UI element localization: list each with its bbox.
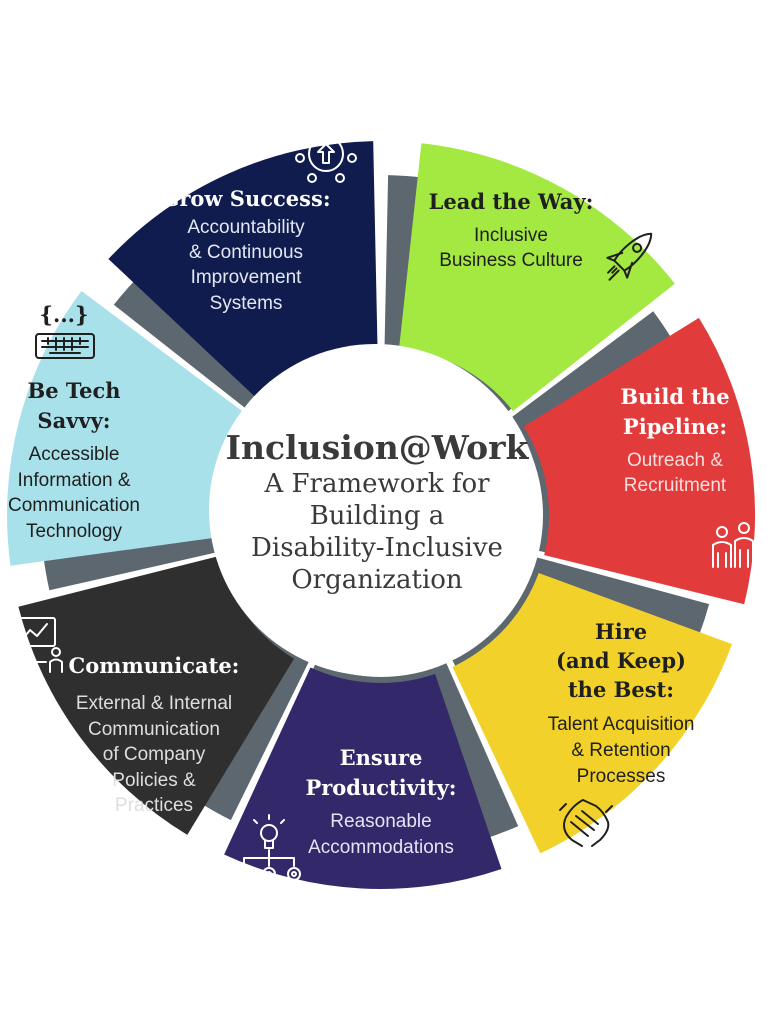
communicate-body-2: Communication [88,719,220,740]
build-the-pipeline-title-2: Pipeline: [623,414,727,439]
people-icon [712,522,767,568]
hire-title-3: the Best: [568,677,674,702]
build-the-pipeline-body-2: Recruitment [624,475,727,496]
communicate-body-3: of Company [103,744,206,765]
segment-ensure-productivity: Ensure Productivity: Reasonable Accommod… [237,745,457,881]
hire-title-2: (and Keep) [556,648,686,673]
segment-be-tech-savvy: {...} Be Tech Savvy: Accessible Informat… [8,302,140,542]
segment-face-lead-the-way [399,143,675,412]
be-tech-savvy-body-1: Accessible [29,444,120,465]
network-upload-icon [295,119,357,183]
segment-build-the-pipeline: Build the Pipeline: Outreach & Recruitme… [620,384,767,568]
keyboard-code-icon [35,333,95,359]
segment-face-communicate [18,556,295,835]
segment-communicate: Communicate: External & Internal Communi… [7,617,240,816]
center-subtitle-line-3: Disability-Inclusive [251,533,503,563]
grow-success-title: Grow Success: [161,186,330,211]
be-tech-savvy-body-2: Information & [18,470,131,491]
center-subtitle-line-2: Building a [310,501,445,531]
segment-face-hire-and-keep [452,573,732,854]
ensure-productivity-body-1: Reasonable [330,811,431,832]
segment-face-ensure-productivity [224,667,502,889]
handshake-icon [559,799,613,847]
segment-face-grow-success [108,141,378,400]
rocket-icon [606,232,653,281]
segment-grow-success: Grow Success: Accountability & Continuou… [161,119,357,314]
center-subtitle-line-4: Organization [291,565,463,595]
communicate-title: Communicate: [69,653,240,678]
grow-success-body-2: & Continuous [189,242,303,263]
presentation-icon [7,617,63,673]
communicate-body-5: Practices [115,795,193,816]
ensure-productivity-title-1: Ensure [340,745,423,770]
be-tech-savvy-body-4: Technology [26,521,123,542]
segment-layer [7,141,756,889]
lead-the-way-body-1: Inclusive [474,225,548,246]
ensure-productivity-body-2: Accommodations [308,837,454,858]
center-subtitle-line-1: A Framework for [263,469,490,499]
hire-title-1: Hire [595,619,647,644]
grow-success-body-1: Accountability [187,217,305,238]
keyboard-code-braces: {...} [40,302,89,327]
segment-lead-the-way: Lead the Way: Inclusive Business Culture [429,189,653,281]
build-the-pipeline-body-1: Outreach & [627,450,723,471]
grow-success-body-4: Systems [210,293,283,314]
communicate-body-4: Policies & [112,770,196,791]
build-the-pipeline-title-1: Build the [620,384,729,409]
segment-hire-and-keep: Hire (and Keep) the Best: Talent Acquisi… [548,619,695,847]
hire-body-3: Processes [577,766,666,787]
be-tech-savvy-title-1: Be Tech [27,378,120,403]
segment-face-build-the-pipeline [523,317,756,605]
lead-the-way-title: Lead the Way: [429,189,594,214]
lead-the-way-body-2: Business Culture [439,250,583,271]
grow-success-body-3: Improvement [191,267,303,288]
hire-body-1: Talent Acquisition [548,714,695,735]
segment-face-be-tech-savvy [7,291,247,566]
communicate-body-1: External & Internal [76,693,232,714]
be-tech-savvy-title-2: Savvy: [37,408,110,433]
center-disc [209,344,541,676]
center-title: Inclusion@Work [226,428,530,467]
be-tech-savvy-body-3: Communication [8,495,140,516]
hire-body-2: & Retention [571,740,670,761]
ensure-productivity-title-2: Productivity: [305,775,456,800]
lightbulb-gears-icon [237,814,301,881]
